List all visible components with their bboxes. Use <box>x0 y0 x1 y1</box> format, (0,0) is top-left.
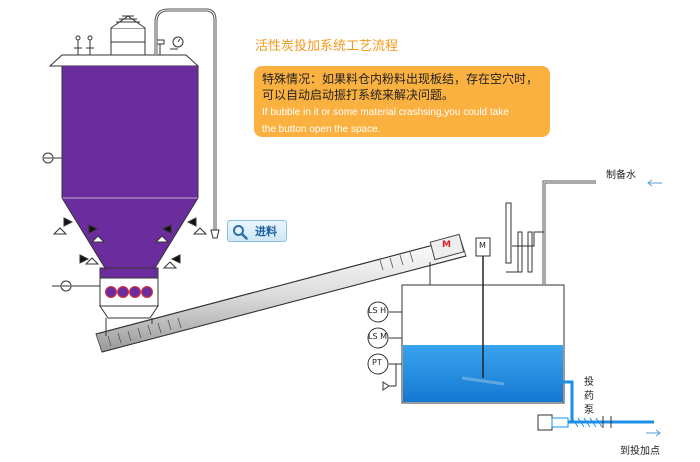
sensor-ls-mid-label: LS M <box>368 332 387 341</box>
vent-outlet <box>210 229 220 239</box>
feed-button-label: 进料 <box>255 225 277 238</box>
to-dosing-point-arrow-icon <box>646 429 661 437</box>
special-case-note: 特殊情况：如果料仓内粉料出现板结，存在空穴时， 可以自动启动振打系统来解决问题。… <box>254 66 550 137</box>
prep-water-arrow-icon <box>647 179 662 187</box>
sensor-ls-high-label: LS H <box>368 306 387 315</box>
screw-conveyor <box>95 233 467 353</box>
feed-button[interactable]: 进料 <box>227 220 287 242</box>
sensor-ls-mid <box>367 327 389 349</box>
sensor-ls-high <box>367 301 389 323</box>
note-cn-line2: 可以自动启动振打系统来解决问题。 <box>262 88 455 102</box>
mixer-impeller <box>461 376 505 386</box>
magnifier-icon <box>233 225 248 240</box>
silo-body <box>62 66 198 198</box>
silo-roof <box>48 54 200 67</box>
tank-side-piping <box>382 311 402 391</box>
rotary-valve-rotors <box>105 286 153 298</box>
prep-water-label: 制备水 <box>606 170 636 181</box>
prep-water-pipe <box>542 180 596 285</box>
dosing-pump-label: 投药泵 <box>584 377 594 416</box>
silo-level-indicator-lower <box>52 280 100 292</box>
to-dosing-point-label: 到投加点 <box>620 446 660 457</box>
silo-discharge-neck <box>99 267 159 279</box>
silo-dust-filter <box>110 15 146 56</box>
sensor-pt <box>367 353 389 375</box>
note-en-line2: the button open the space. <box>262 124 381 135</box>
sensor-pt-label: PT <box>372 358 382 367</box>
mixer-motor-label: M <box>479 241 486 250</box>
silo <box>42 8 220 319</box>
mixing-tank <box>382 179 662 437</box>
conveyor-motor-label: M <box>442 240 451 250</box>
silo-level-indicator-upper <box>42 152 62 164</box>
silo-hopper <box>62 198 198 268</box>
conveyor-motor <box>429 233 465 261</box>
vibrator-hammers <box>52 217 208 269</box>
tank-level-rods <box>505 202 544 273</box>
mixer-motor <box>475 237 491 257</box>
silo-pressure-gauge <box>170 36 184 50</box>
note-cn-line1: 特殊情况：如果料仓内粉料出现板结，存在空穴时， <box>262 72 539 86</box>
note-en-line1: If bubble in it or some material crashsi… <box>262 107 509 118</box>
dosing-pump <box>537 414 654 431</box>
page-title: 活性炭投加系统工艺流程 <box>255 39 399 54</box>
conveyor-screw-flights <box>107 251 414 347</box>
